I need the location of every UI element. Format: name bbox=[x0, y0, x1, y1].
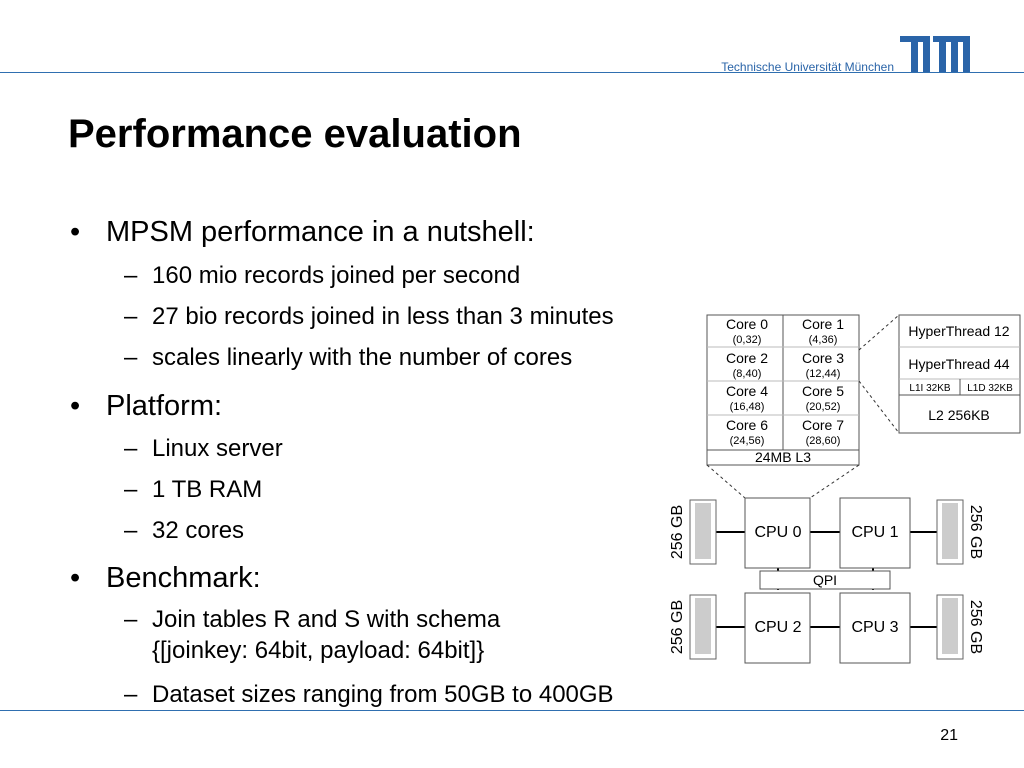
core-2-threads: (8,40) bbox=[733, 368, 762, 380]
sub-bullet: – 1 TB RAM bbox=[124, 476, 263, 504]
system-architecture-diagram: Core 0 (0,32) Core 1 (4,36) Core 2 (8,40… bbox=[669, 314, 1021, 664]
bullet-benchmark: • Benchmark: bbox=[70, 562, 261, 595]
core-7-threads: (28,60) bbox=[806, 435, 841, 447]
memory-cpu0-label: 256 GB bbox=[669, 505, 686, 559]
core-1-label: Core 1 bbox=[802, 316, 844, 332]
header-divider bbox=[0, 72, 1024, 73]
core-detail bbox=[898, 314, 1021, 434]
university-name: Technische Universität München bbox=[721, 60, 894, 74]
core-4-label: Core 4 bbox=[726, 383, 768, 399]
core-0-label: Core 0 bbox=[726, 316, 768, 332]
sub-bullet-text: Dataset sizes ranging from 50GB to 400GB bbox=[152, 681, 614, 708]
l1d-label: L1D 32KB bbox=[967, 383, 1013, 394]
sub-bullet: – Dataset sizes ranging from 50GB to 400… bbox=[124, 681, 614, 709]
core-3-threads: (12,44) bbox=[806, 368, 841, 380]
sub-bullet: – 32 cores bbox=[124, 517, 245, 545]
cpu-2-box bbox=[744, 592, 811, 664]
dash-icon: – bbox=[124, 262, 138, 289]
cpu-3-box bbox=[839, 592, 911, 664]
sub-bullet-text: Join tables R and S with schema bbox=[152, 606, 501, 633]
memory-cpu1-label: 256 GB bbox=[967, 505, 984, 559]
hyperthread-12-label: HyperThread 12 bbox=[908, 323, 1009, 339]
core-1-threads: (4,36) bbox=[809, 334, 838, 346]
l2-label: L2 256KB bbox=[928, 407, 990, 423]
sub-bullet-text: 32 cores bbox=[152, 517, 245, 544]
sub-bullet-continuation: {[joinkey: 64bit, payload: 64bit]} bbox=[152, 637, 485, 664]
sub-bullet: – 27 bio records joined in less than 3 m… bbox=[124, 303, 614, 331]
footer-divider bbox=[0, 710, 1024, 711]
dash-icon: – bbox=[124, 606, 138, 633]
cpu-3-label: CPU 3 bbox=[851, 619, 898, 636]
cpu-0-box bbox=[744, 497, 811, 569]
l1i-label: L1I 32KB bbox=[909, 383, 950, 394]
sub-bullet-text: scales linearly with the number of cores bbox=[152, 344, 573, 371]
cpu-0-label: CPU 0 bbox=[754, 524, 801, 541]
slide-title: Performance evaluation bbox=[68, 112, 522, 156]
core-0-threads: (0,32) bbox=[733, 334, 762, 346]
memory-cpu3-label: 256 GB bbox=[967, 600, 984, 654]
dash-icon: – bbox=[124, 517, 138, 544]
dash-icon: – bbox=[124, 681, 138, 708]
cpu-1-box bbox=[839, 497, 911, 569]
qpi-box bbox=[759, 570, 891, 590]
bullet-performance: • MPSM performance in a nutshell: bbox=[70, 216, 535, 249]
sub-bullet-text: 1 TB RAM bbox=[152, 476, 263, 503]
memory-cpu2-label: 256 GB bbox=[669, 600, 686, 654]
sub-bullet-text: 27 bio records joined in less than 3 min… bbox=[152, 303, 614, 330]
core-7-label: Core 7 bbox=[802, 417, 844, 433]
bullet-dot-icon: • bbox=[70, 390, 81, 422]
core-3-label: Core 3 bbox=[802, 350, 844, 366]
sub-bullet: – scales linearly with the number of cor… bbox=[124, 344, 573, 372]
dash-icon: – bbox=[124, 435, 138, 462]
dash-icon: – bbox=[124, 476, 138, 503]
qpi-label: QPI bbox=[813, 572, 837, 588]
memory-module-stripes bbox=[695, 503, 958, 654]
bullet-platform: • Platform: bbox=[70, 390, 223, 423]
core-6-label: Core 6 bbox=[726, 417, 768, 433]
sub-bullet-text: 160 mio records joined per second bbox=[152, 262, 521, 289]
zoom-lines bbox=[706, 314, 900, 499]
core-4-threads: (16,48) bbox=[730, 401, 765, 413]
bullet-text: Benchmark: bbox=[106, 562, 261, 594]
bullet-text: MPSM performance in a nutshell: bbox=[106, 216, 535, 248]
core-5-threads: (20,52) bbox=[806, 401, 841, 413]
sub-bullet: – Linux server bbox=[124, 435, 283, 463]
bullet-dot-icon: • bbox=[70, 216, 81, 248]
sub-bullet: – Join tables R and S with schema bbox=[124, 606, 501, 634]
hyperthread-44-label: HyperThread 44 bbox=[908, 356, 1009, 372]
l3-cache-label: 24MB L3 bbox=[755, 449, 811, 465]
bullet-text: Platform: bbox=[106, 390, 223, 422]
cpu-1-label: CPU 1 bbox=[851, 524, 898, 541]
sub-bullet-text: Linux server bbox=[152, 435, 283, 462]
dash-icon: – bbox=[124, 303, 138, 330]
cpu-2-label: CPU 2 bbox=[754, 619, 801, 636]
core-6-threads: (24,56) bbox=[730, 435, 765, 447]
core-5-label: Core 5 bbox=[802, 383, 844, 399]
tum-logo bbox=[900, 36, 970, 72]
bullet-dot-icon: • bbox=[70, 562, 81, 594]
dash-icon: – bbox=[124, 344, 138, 371]
sub-bullet: – 160 mio records joined per second bbox=[124, 262, 521, 290]
page-number: 21 bbox=[940, 727, 958, 744]
core-grid bbox=[706, 314, 860, 466]
core-2-label: Core 2 bbox=[726, 350, 768, 366]
